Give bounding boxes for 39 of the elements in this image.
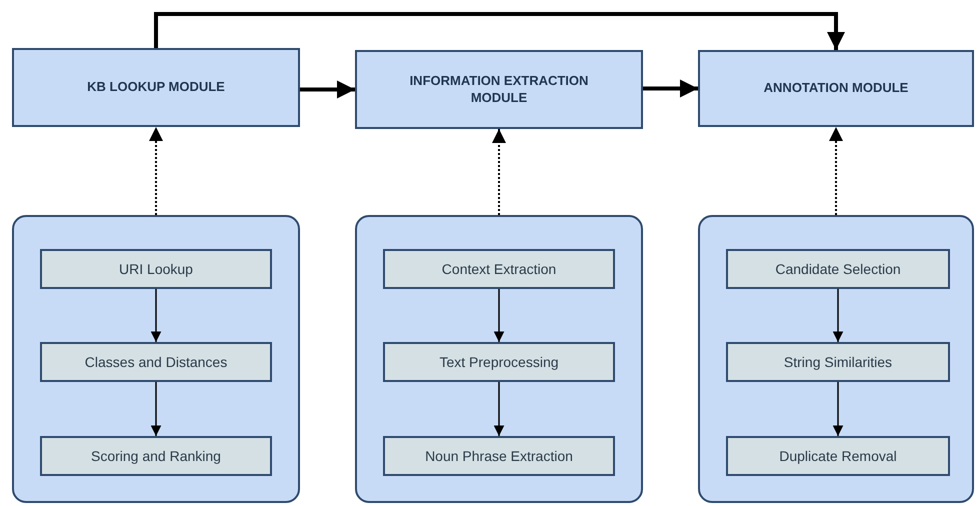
process-box bbox=[726, 342, 950, 382]
group-panel bbox=[698, 215, 974, 503]
arrow bbox=[494, 382, 504, 436]
process-box bbox=[40, 249, 272, 289]
process-box bbox=[383, 249, 615, 289]
arrow bbox=[150, 382, 162, 436]
module-box bbox=[698, 50, 974, 127]
dotted-arrow bbox=[492, 129, 506, 215]
module-title: ANNOTATION MODULE bbox=[764, 80, 908, 97]
arrow bbox=[494, 289, 504, 342]
arrow bbox=[150, 289, 162, 342]
process-box bbox=[40, 436, 272, 476]
arrow bbox=[832, 289, 844, 342]
step-label: Duplicate Removal bbox=[779, 446, 897, 466]
process-box bbox=[383, 342, 615, 382]
process-box bbox=[726, 249, 950, 289]
step-label: Classes and Distances bbox=[84, 352, 228, 372]
module-box bbox=[355, 50, 643, 129]
dotted-arrow bbox=[829, 127, 843, 215]
module-box bbox=[12, 48, 300, 127]
module-title: KB LOOKUP MODULE bbox=[87, 79, 225, 96]
step-label: String Similarities bbox=[784, 352, 892, 372]
arrow bbox=[300, 80, 355, 98]
step-label: Candidate Selection bbox=[775, 260, 901, 278]
arrow bbox=[154, 12, 845, 50]
step-label: Noun Phrase Extraction bbox=[425, 446, 573, 466]
dotted-arrow bbox=[149, 127, 163, 215]
process-box bbox=[726, 436, 950, 476]
arrow bbox=[832, 382, 844, 436]
step-label: URI Lookup bbox=[119, 260, 193, 279]
process-box bbox=[383, 436, 615, 476]
group-panel bbox=[355, 215, 643, 503]
step-label: Scoring and Ranking bbox=[91, 446, 221, 466]
module-title: INFORMATION EXTRACTION MODULE bbox=[408, 73, 590, 106]
group-panel bbox=[12, 215, 300, 503]
process-box bbox=[40, 342, 272, 382]
arrow bbox=[643, 80, 698, 98]
step-label: Text Preprocessing bbox=[439, 352, 559, 372]
step-label: Context Extraction bbox=[442, 260, 556, 278]
